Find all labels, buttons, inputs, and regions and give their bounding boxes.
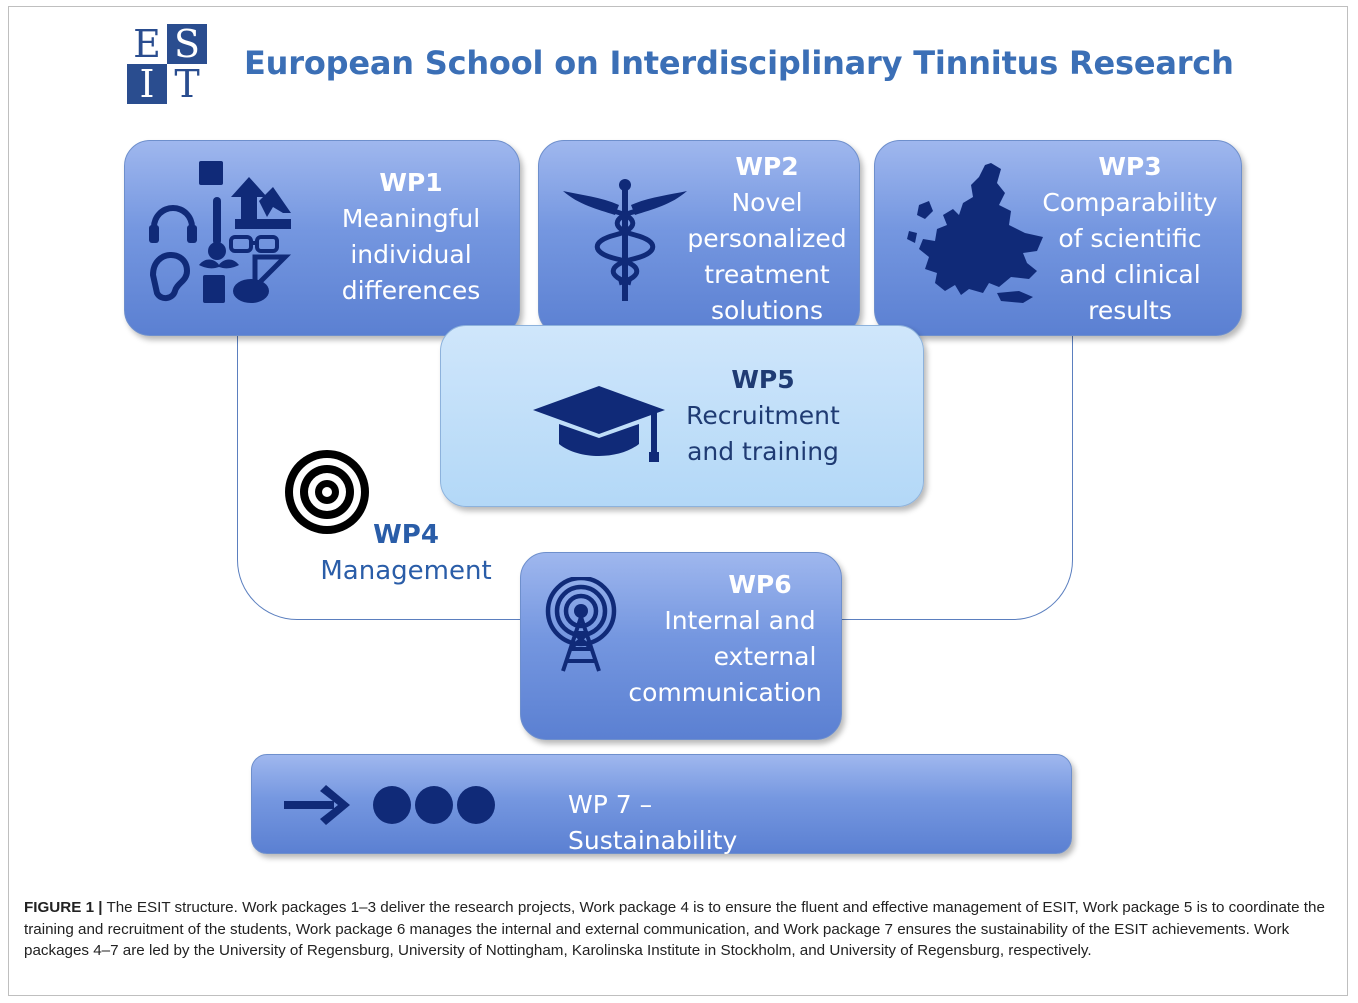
wp6-line-2: external	[713, 642, 817, 671]
caption-label: FIGURE 1 |	[24, 899, 103, 916]
wp3-label: WP3	[1098, 152, 1162, 181]
wp3-line-3: and clinical	[1059, 260, 1201, 289]
wp4-line-1: Management	[320, 556, 492, 586]
wp2-line-2: personalized	[687, 224, 847, 253]
europe-map-icon	[907, 163, 1043, 303]
wp5-line-1: Recruitment	[686, 401, 840, 430]
logo-letter-e: E	[127, 24, 167, 64]
wp6-box: WP6 Internal and external communication	[520, 552, 842, 740]
wp4-label: WP4	[373, 520, 439, 550]
wp3-text: WP3 Comparability of scientific and clin…	[1039, 149, 1221, 329]
wp5-label: WP5	[731, 365, 795, 394]
wp1-box: WP1 Meaningful individual differences	[124, 140, 520, 336]
wp5-box: WP5 Recruitment and training	[440, 325, 924, 507]
wp7-label: WP 7 – Sustainability	[568, 790, 738, 855]
wp1-line-1: Meaningful	[341, 204, 481, 233]
arrow-dots-icon	[284, 785, 495, 825]
caduceus-icon	[563, 179, 687, 301]
wp2-line-3: treatment	[704, 260, 830, 289]
wp1-text: WP1 Meaningful individual differences	[313, 165, 509, 309]
wp2-line-1: Novel	[731, 188, 803, 217]
antenna-tower-icon	[545, 577, 617, 672]
wp6-label: WP6	[728, 570, 792, 599]
page-title: European School on Interdisciplinary Tin…	[244, 44, 1234, 82]
wp4-text: WP4 Management	[318, 517, 494, 589]
wp6-line-1: Internal and	[664, 606, 816, 635]
wp5-line-2: and training	[687, 437, 839, 466]
wp2-line-4: solutions	[710, 296, 824, 325]
wp3-box: WP3 Comparability of scientific and clin…	[874, 140, 1242, 336]
wp6-line-3: communication	[628, 678, 822, 707]
figure-frame	[8, 6, 1348, 996]
esit-logo: E S I T	[127, 24, 207, 104]
wp6-text: WP6 Internal and external communication	[621, 567, 829, 711]
figure-caption: FIGURE 1 | The ESIT structure. Work pack…	[24, 897, 1332, 962]
caption-text: The ESIT structure. Work packages 1–3 de…	[24, 899, 1325, 959]
wp1-line-2: individual	[350, 240, 472, 269]
wp5-text: WP5 Recruitment and training	[671, 362, 855, 470]
wp3-line-4: results	[1088, 296, 1172, 325]
logo-letter-s: S	[167, 24, 207, 64]
wp7-text: WP 7 – Sustainability	[568, 787, 828, 859]
target-icon	[285, 450, 369, 534]
wp2-box: WP2 Novel personalized treatment solutio…	[538, 140, 860, 336]
wp1-line-3: differences	[341, 276, 481, 305]
collage-icon	[149, 161, 292, 303]
wp2-text: WP2 Novel personalized treatment solutio…	[687, 149, 847, 329]
graduation-cap-icon	[533, 386, 665, 462]
wp7-box: WP 7 – Sustainability	[251, 754, 1072, 855]
wp3-line-1: Comparability	[1042, 188, 1218, 217]
wp1-label: WP1	[379, 168, 443, 197]
logo-letter-t: T	[167, 64, 207, 104]
wp3-line-2: of scientific	[1058, 224, 1202, 253]
logo-letter-i: I	[127, 64, 167, 104]
wp2-label: WP2	[735, 152, 799, 181]
